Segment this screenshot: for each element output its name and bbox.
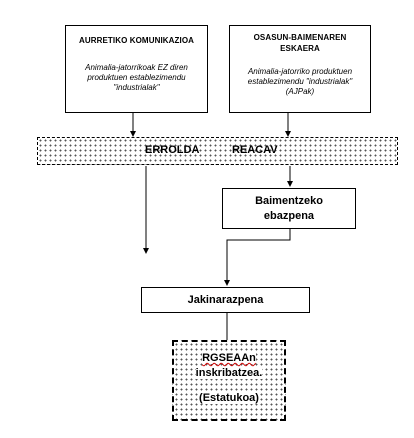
arrow-resolution-to-notification <box>224 229 291 286</box>
rgseaa-box: RGSEAAn inskribatzea. (Estatukoa) <box>172 340 286 421</box>
rgseaa-line1: RGSEAAn <box>174 351 284 366</box>
rgseaa-line1-text: RGSEAAn <box>202 352 256 364</box>
registry-label-errolda: ERROLDA <box>145 144 200 156</box>
rgseaa-line3: (Estatukoa) <box>174 391 284 406</box>
health-authorization-subtitle: Animalia-jatorriko produktuen establezim… <box>247 67 353 96</box>
rgseaa-line3-text: (Estatukoa) <box>199 392 259 404</box>
prior-communication-subtitle: Animalia-jatorrikoak EZ diren produktuen… <box>85 63 188 92</box>
prior-communication-title: AURRETIKO KOMUNIKAZIOA <box>78 36 195 45</box>
notification-label: Jakinarazpena <box>187 294 264 306</box>
rgseaa-line2: inskribatzea. <box>174 366 284 381</box>
registry-label-reacav: REACAV <box>232 144 278 156</box>
health-authorization-title-line1: OSASUN-BAIMENAREN <box>253 33 347 42</box>
prior-communication-box: AURRETIKO KOMUNIKAZIOA Animalia-jatorrik… <box>65 25 208 113</box>
notification-box: Jakinarazpena <box>141 287 310 313</box>
rgseaa-line2-text: inskribatzea. <box>195 367 263 379</box>
authorization-resolution-line1: Baimentzeko <box>255 195 323 207</box>
health-authorization-box: OSASUN-BAIMENAREN ESKAERA Animalia-jator… <box>229 25 371 113</box>
authorization-resolution-line2: ebazpena <box>263 210 315 222</box>
authorization-resolution-box: Baimentzeko ebazpena <box>222 188 356 229</box>
registry-band <box>37 137 398 165</box>
health-authorization-title-line2: ESKAERA <box>280 44 320 53</box>
